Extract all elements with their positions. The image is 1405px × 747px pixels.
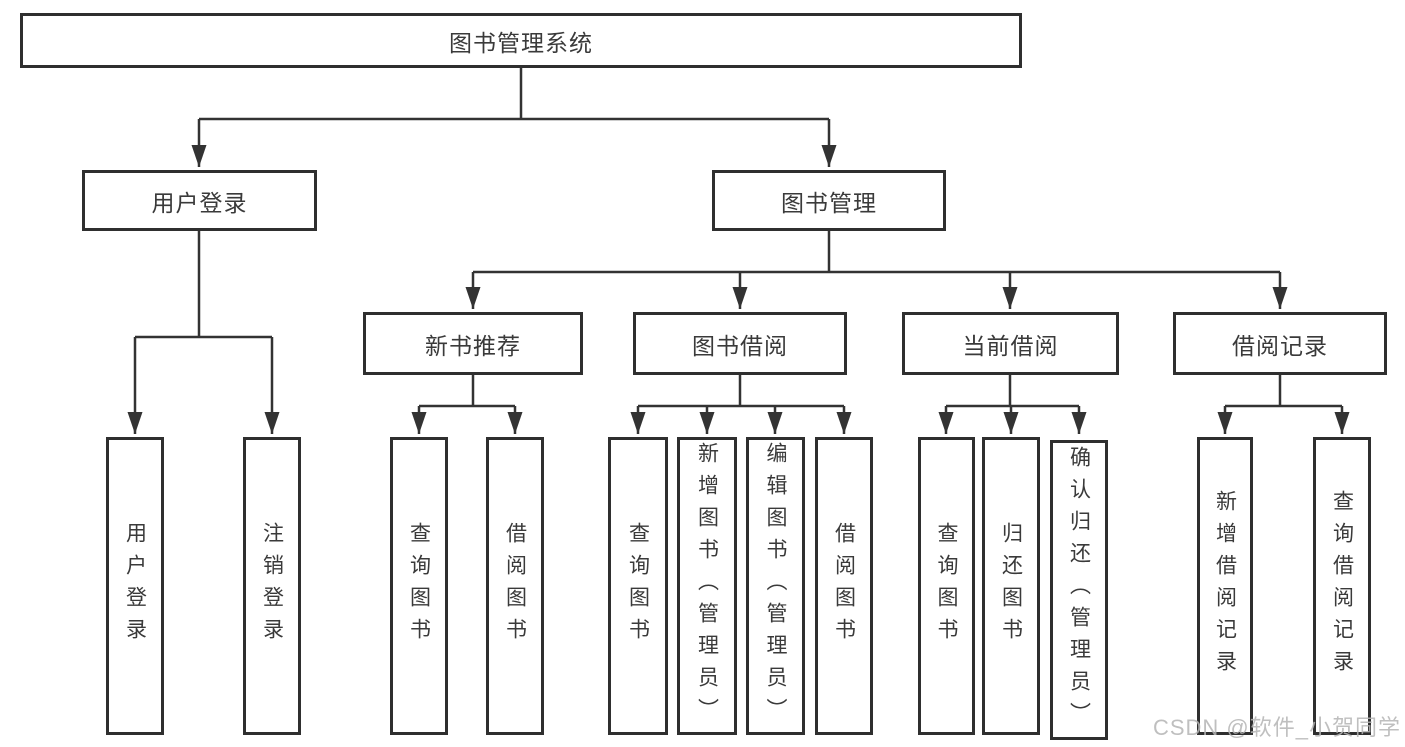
node-label: 新书推荐	[425, 332, 521, 359]
node-new-book-recommend: 新书推荐	[363, 312, 583, 375]
leaf-label: 新增借阅记录	[1213, 490, 1237, 682]
node-label: 用户登录	[151, 189, 248, 216]
leaf-label: 注销登录	[260, 522, 284, 650]
leaf-query-borrow-record: 查询借阅记录	[1313, 437, 1371, 735]
leaf-return-books: 归还图书	[982, 437, 1040, 735]
leaf-borrow-books-recommend: 借阅图书	[486, 437, 544, 735]
leaf-label: 查询图书	[626, 522, 650, 650]
node-book-management: 图书管理	[712, 170, 946, 231]
leaf-confirm-return-admin: 确认归还（管理员）	[1050, 440, 1108, 740]
leaf-add-books-admin: 新增图书（管理员）	[677, 437, 737, 735]
leaf-query-books-current: 查询图书	[918, 437, 975, 735]
leaf-borrow-books: 借阅图书	[815, 437, 873, 735]
node-label: 当前借阅	[962, 332, 1059, 359]
leaf-label: 借阅图书	[832, 522, 856, 650]
leaf-label: 查询借阅记录	[1330, 490, 1354, 682]
node-label: 图书管理系统	[449, 29, 593, 56]
node-library-management-system: 图书管理系统	[20, 13, 1022, 68]
node-borrowing-records: 借阅记录	[1173, 312, 1387, 375]
leaf-query-books-recommend: 查询图书	[390, 437, 448, 735]
leaf-label: 新增图书（管理员）	[695, 442, 719, 730]
leaf-add-borrow-record: 新增借阅记录	[1197, 437, 1253, 735]
csdn-watermark: CSDN @软件_小贺同学	[1152, 715, 1401, 740]
node-label: 图书管理	[781, 189, 877, 216]
leaf-label: 查询图书	[935, 522, 958, 650]
node-label: 图书借阅	[692, 332, 788, 359]
leaf-label: 归还图书	[999, 522, 1023, 650]
leaf-query-books-borrow: 查询图书	[608, 437, 668, 735]
leaf-label: 借阅图书	[503, 522, 527, 650]
leaf-logout: 注销登录	[243, 437, 301, 735]
leaf-user-login: 用户登录	[106, 437, 164, 735]
leaf-label: 用户登录	[123, 522, 147, 650]
node-user-login: 用户登录	[82, 170, 317, 231]
node-current-borrowing: 当前借阅	[902, 312, 1119, 375]
leaf-edit-books-admin: 编辑图书（管理员）	[746, 437, 805, 735]
leaf-label: 确认归还（管理员）	[1067, 446, 1091, 734]
leaf-label: 查询图书	[407, 522, 431, 650]
node-book-borrowing: 图书借阅	[633, 312, 847, 375]
node-label: 借阅记录	[1232, 332, 1328, 359]
leaf-label: 编辑图书（管理员）	[764, 442, 787, 730]
